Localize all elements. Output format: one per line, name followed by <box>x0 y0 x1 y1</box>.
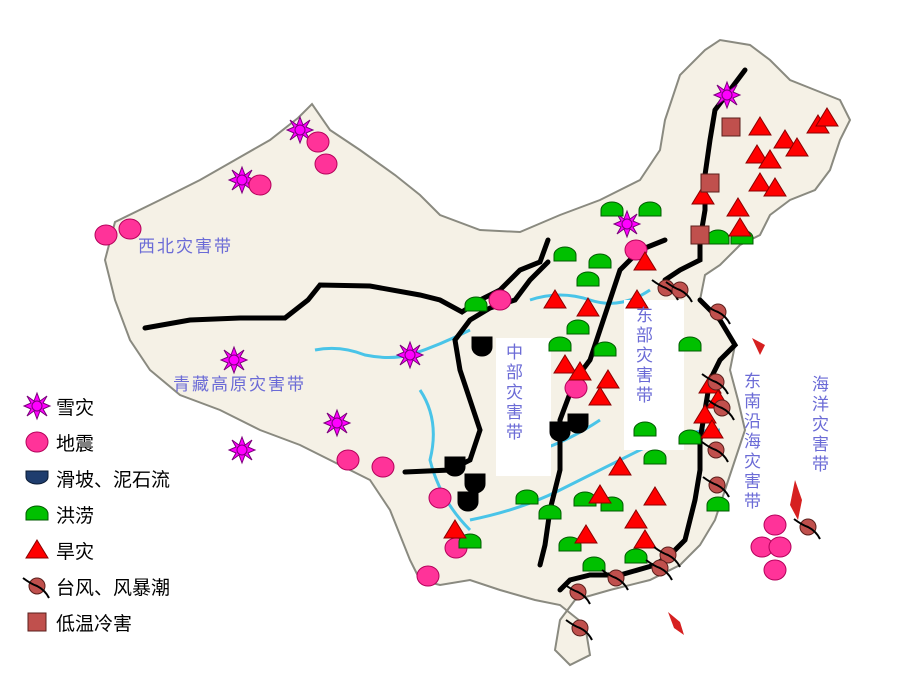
drought-triangle-icon <box>25 539 49 559</box>
legend-item-drought: 旱灾 <box>18 532 170 568</box>
zone-label-ocean: 海洋灾害带 <box>808 375 828 475</box>
zone-label-northwest: 西北灾害带 <box>138 237 233 257</box>
legend-label: 地震 <box>56 432 95 455</box>
legend-label: 低温冷害 <box>56 612 133 635</box>
snow-star-icon <box>23 392 51 420</box>
legend-label: 雪灾 <box>56 396 95 419</box>
legend-label: 台风、风暴潮 <box>56 576 171 599</box>
cold-square-icon <box>27 612 47 632</box>
legend-item-typhoon: 台风、风暴潮 <box>18 568 170 604</box>
legend-item-earthquake: 地震 <box>18 424 170 460</box>
landslide-icon <box>25 470 49 485</box>
legend-item-cold: 低温冷害 <box>18 604 170 640</box>
zone-label-central: 中部灾害带 <box>502 343 522 443</box>
zone-label-east: 东部灾害带 <box>632 306 652 406</box>
central-label-box <box>496 338 551 476</box>
legend-label: 洪涝 <box>56 504 95 527</box>
taiwan-island <box>790 480 802 520</box>
flood-dome-icon <box>25 505 49 521</box>
earthquake-circle-icon <box>25 431 49 453</box>
legend-label: 滑坡、泥石流 <box>56 468 171 491</box>
diaoyu-mark <box>752 338 765 355</box>
zone-label-southeast-coast: 东南沿海灾害带 <box>740 372 760 512</box>
legend-item-flood: 洪涝 <box>18 496 170 532</box>
legend-item-snow: 雪灾 <box>18 388 170 424</box>
hainan-island <box>668 612 684 635</box>
map-legend: 雪灾 地震 滑坡、泥石流 洪涝 旱灾 台风、风暴潮 低温冷害 <box>18 388 170 640</box>
legend-item-landslide: 滑坡、泥石流 <box>18 460 170 496</box>
zone-label-tibet: 青藏高原灾害带 <box>173 375 306 395</box>
typhoon-icon <box>22 577 50 599</box>
legend-label: 旱灾 <box>56 540 95 563</box>
